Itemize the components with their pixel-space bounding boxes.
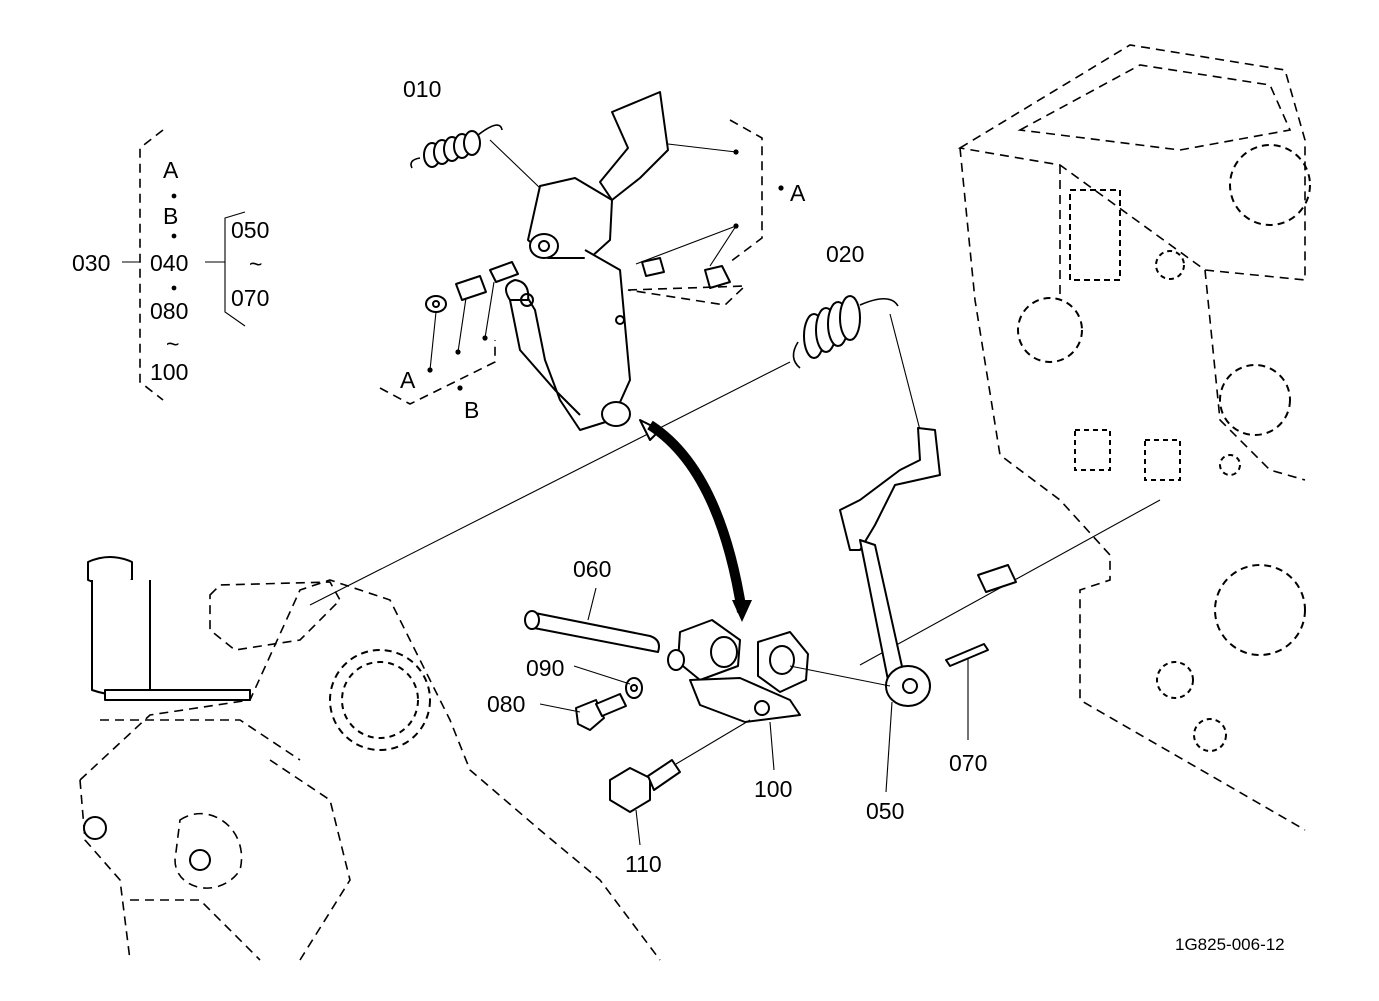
label-090: 090 — [526, 655, 564, 681]
label-080: 080 — [487, 691, 525, 717]
spring-020 — [792, 295, 921, 431]
pin-070 — [945, 643, 989, 667]
engine-block-outline — [957, 44, 1311, 831]
label-leaders — [539, 587, 969, 846]
lever-050 — [839, 427, 941, 707]
legend-tilde-2: ~ — [166, 331, 179, 357]
fork-lever-assembly — [505, 91, 669, 441]
bushing — [977, 564, 1017, 593]
legend-050: 050 — [231, 217, 269, 243]
legend-dot — [171, 285, 177, 291]
label-040: 040 — [150, 250, 188, 276]
assembly-arrow — [647, 420, 752, 622]
legend-070: 070 — [231, 285, 269, 311]
ref-b-lower: B — [464, 397, 479, 423]
small-parts-group — [425, 143, 784, 391]
legend-a: A — [163, 157, 179, 183]
legend-tilde-1: ~ — [249, 251, 262, 277]
label-060: 060 — [573, 556, 611, 582]
pin-060 — [524, 610, 660, 653]
plate-outline — [627, 285, 748, 306]
figure-code: 1G825-006-12 — [1175, 935, 1285, 954]
label-020: 020 — [826, 241, 864, 267]
legend-dot — [171, 193, 177, 199]
label-110: 110 — [625, 851, 662, 877]
legend-group: A B 030 040 050 ~ 070 080 ~ 100 — [72, 129, 269, 401]
label-030: 030 — [72, 250, 110, 276]
bracket-100 — [677, 619, 891, 723]
ref-a-upper: A — [790, 180, 806, 206]
spring-010 — [410, 124, 541, 189]
assembly-axis-line — [309, 361, 791, 606]
label-010: 010 — [403, 76, 441, 102]
gear-case-outline — [79, 579, 661, 961]
label-050: 050 — [866, 798, 904, 824]
legend-left-bracket — [139, 129, 164, 401]
washer-090 — [625, 649, 685, 699]
bolt-080 — [575, 693, 627, 731]
legend-right-bracket — [224, 211, 246, 327]
legend-100: 100 — [150, 359, 188, 385]
ref-a-lower: A — [400, 367, 416, 393]
bolt-110 — [609, 719, 751, 813]
group-ab-bracket — [379, 340, 496, 405]
label-070: 070 — [949, 750, 987, 776]
legend-b: B — [163, 203, 178, 229]
legend-080: 080 — [150, 298, 188, 324]
group-a-bracket — [729, 119, 763, 263]
legend-dot — [171, 233, 177, 239]
label-100: 100 — [754, 776, 792, 802]
governor-shaft — [87, 556, 251, 701]
